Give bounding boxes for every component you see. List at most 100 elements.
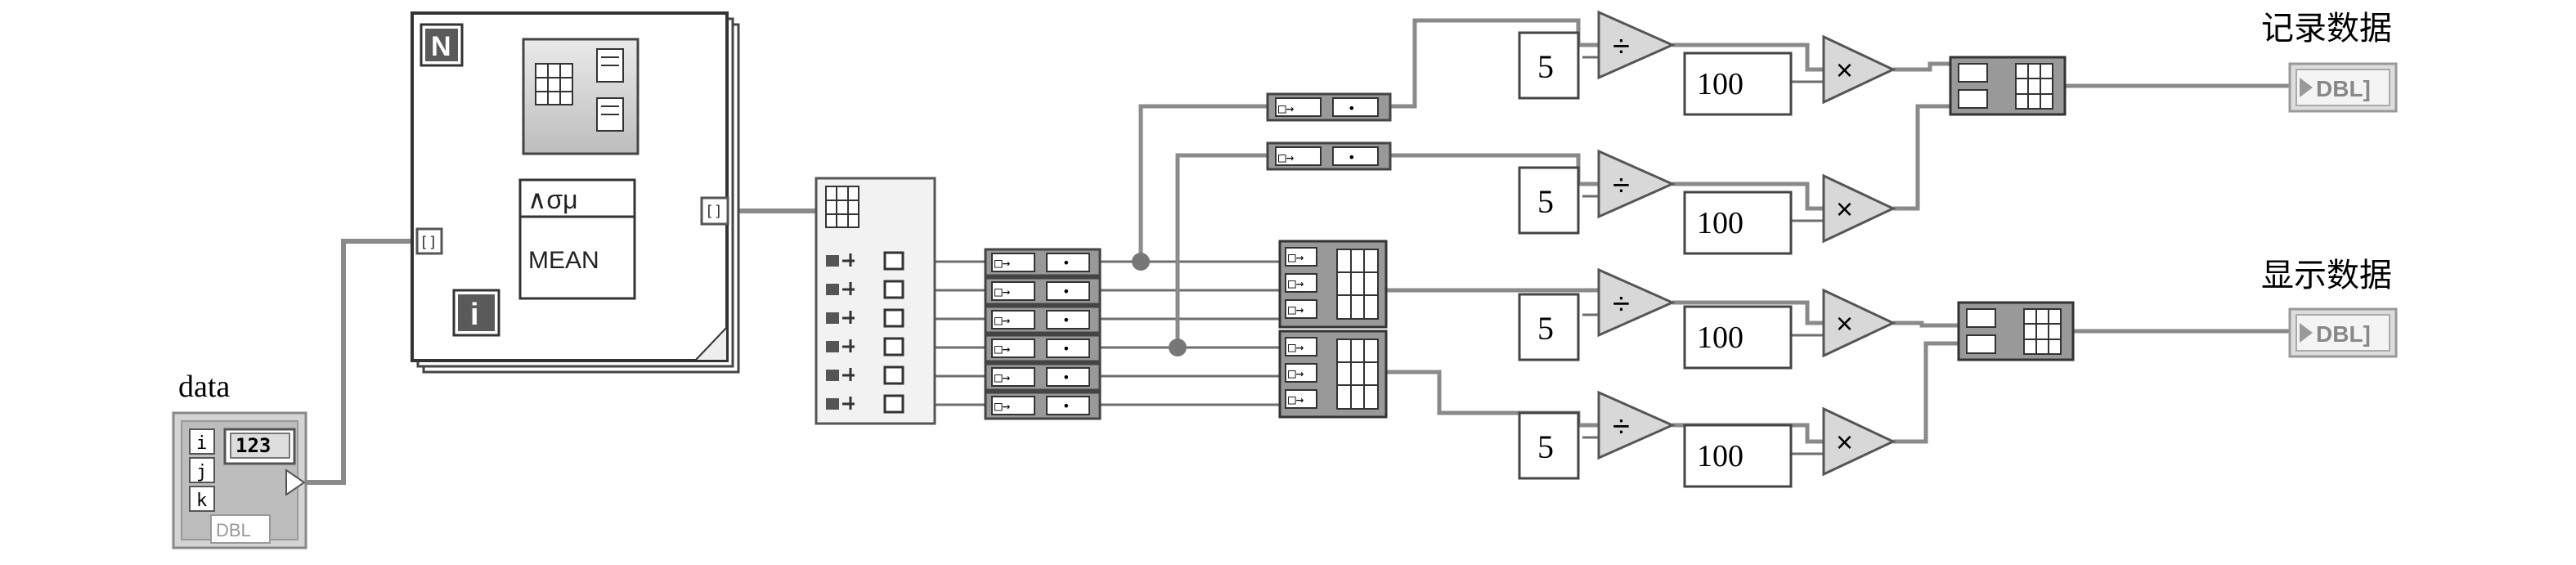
multiplier-value: 100 — [1697, 439, 1744, 473]
multiplier-constant[interactable] — [1683, 305, 1793, 370]
wire-branch-2[interactable] — [1175, 153, 1268, 348]
loop-count-terminal: N — [431, 31, 451, 62]
index-array-element[interactable]: □→ • — [984, 362, 1102, 392]
loop-iteration-terminal: i — [470, 298, 479, 332]
index-node-top-2[interactable]: □→ • — [1266, 141, 1392, 171]
divide-node[interactable] — [1597, 149, 1676, 219]
loop-output-tunnel[interactable] — [700, 196, 729, 226]
build-array-display[interactable] — [1957, 301, 2075, 361]
index-array-element[interactable]: □→ • — [984, 248, 1102, 277]
divisor-value: 5 — [1537, 48, 1554, 85]
index-array-element[interactable]: □→• — [984, 276, 1102, 306]
svg-text:•: • — [1062, 255, 1070, 271]
reshape-array-node[interactable] — [522, 38, 640, 155]
multiply-symbol: × — [1836, 192, 1853, 226]
build-array-upper[interactable]: □→ □→ □→ — [1278, 240, 1388, 329]
multiply-node[interactable] — [1822, 173, 1896, 244]
svg-text:[]: [] — [420, 234, 438, 251]
divide-symbol: ÷ — [1613, 287, 1630, 321]
multiplier-constant[interactable] — [1683, 191, 1793, 255]
multiply-node[interactable] — [1822, 406, 1896, 477]
index-row[interactable] — [826, 394, 904, 414]
multiply-symbol: × — [1836, 425, 1853, 459]
svg-text:□→: □→ — [1288, 276, 1304, 291]
multiply-symbol: × — [1836, 307, 1853, 340]
svg-text:•: • — [1062, 370, 1070, 385]
wire-junction — [1132, 253, 1150, 271]
divisor-constant[interactable] — [1518, 411, 1580, 480]
display-indicator[interactable]: DBL] — [2288, 307, 2398, 358]
svg-text:□→: □→ — [1288, 365, 1304, 381]
record-indicator[interactable]: DBL] — [2288, 62, 2398, 113]
divide-symbol: ÷ — [1613, 410, 1630, 444]
svg-text:•: • — [1062, 341, 1070, 356]
svg-text:•: • — [1348, 101, 1356, 116]
wire-branch-1[interactable] — [1138, 104, 1268, 262]
arith-row: 5 ÷ 100 × — [1518, 390, 1896, 488]
divisor-constant[interactable] — [1518, 31, 1580, 100]
index-array-element[interactable]: □→ • — [984, 334, 1102, 363]
index-row[interactable] — [826, 308, 904, 328]
index-array-node[interactable] — [815, 177, 936, 425]
divisor-constant[interactable] — [1518, 166, 1580, 235]
index-row[interactable] — [826, 251, 904, 271]
svg-text:□→: □→ — [1278, 150, 1295, 165]
build-array-lower[interactable]: □→ □→ □→ — [1278, 330, 1388, 419]
index-j: j — [196, 462, 207, 482]
index-array-element[interactable]: □→• — [984, 391, 1102, 420]
multiplier-constant[interactable] — [1683, 424, 1793, 488]
index-node-top-1[interactable]: □→ • — [1266, 92, 1392, 122]
divide-node[interactable] — [1597, 10, 1676, 80]
svg-text:□→: □→ — [994, 370, 1011, 385]
stats-mode: MEAN — [528, 247, 599, 274]
build-array-record[interactable] — [1949, 56, 2067, 116]
control-value: 123 — [236, 434, 271, 457]
multiply-node[interactable] — [1822, 288, 1896, 358]
divisor-value: 5 — [1537, 183, 1554, 220]
arith-row: 5 ÷ 100 × — [1518, 10, 1896, 116]
divide-node[interactable] — [1597, 390, 1676, 460]
svg-text:•: • — [1062, 312, 1070, 328]
svg-text:□→: □→ — [994, 284, 1011, 299]
wire-junction — [1169, 339, 1187, 356]
multiplier-constant[interactable] — [1683, 52, 1793, 116]
statistics-node[interactable]: ∧σμ MEAN — [518, 178, 636, 300]
divide-symbol: ÷ — [1613, 168, 1630, 203]
svg-text:•: • — [1062, 398, 1070, 414]
loop-input-tunnel[interactable] — [415, 227, 443, 255]
multiplier-value: 100 — [1697, 67, 1744, 101]
index-array-element[interactable]: □→• — [984, 305, 1102, 334]
svg-text:•: • — [1348, 150, 1356, 165]
wire-data-in[interactable] — [303, 239, 421, 485]
divisor-constant[interactable] — [1518, 293, 1580, 361]
multiply-node[interactable] — [1822, 34, 1896, 105]
index-row[interactable] — [826, 280, 904, 299]
divide-node[interactable] — [1597, 267, 1676, 338]
svg-text:□→: □→ — [994, 255, 1011, 271]
svg-text:□→: □→ — [1278, 101, 1295, 116]
svg-text:□→: □→ — [1288, 339, 1304, 355]
data-control[interactable]: i j k 123 DBL — [172, 411, 307, 549]
index-i: i — [196, 433, 207, 454]
divisor-value: 5 — [1537, 310, 1554, 347]
index-row[interactable] — [826, 337, 904, 356]
record-label: 记录数据 — [2261, 10, 2392, 47]
svg-text:□→: □→ — [994, 341, 1011, 356]
index-k: k — [196, 491, 207, 511]
svg-text:□→: □→ — [1288, 302, 1304, 317]
arith-row: 5÷100× — [1518, 267, 1896, 370]
stats-icon: ∧σμ — [527, 185, 578, 214]
divide-symbol: ÷ — [1613, 29, 1630, 64]
display-indicator-type: DBL] — [2316, 321, 2371, 347]
record-indicator-type: DBL] — [2316, 76, 2371, 101]
svg-text:□→: □→ — [1288, 249, 1304, 265]
multiply-symbol: × — [1836, 53, 1853, 87]
wires-scalar — [932, 260, 1280, 406]
svg-text:□→: □→ — [1288, 392, 1304, 407]
divisor-value: 5 — [1537, 428, 1554, 465]
index-row[interactable] — [826, 365, 904, 385]
display-label: 显示数据 — [2261, 257, 2392, 294]
multiplier-value: 100 — [1697, 206, 1744, 240]
data-label: data — [178, 370, 230, 404]
